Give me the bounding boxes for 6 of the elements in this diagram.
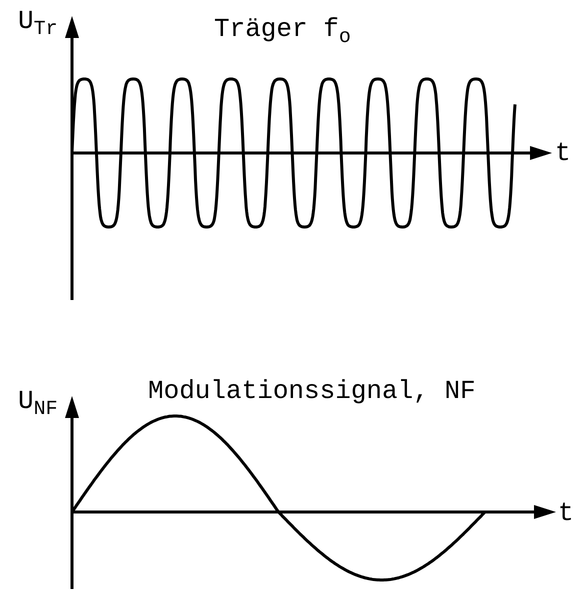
axis-label: t (555, 138, 571, 168)
plot-title: Träger f$_{o}$ (214, 14, 351, 52)
axis-label: U$_{Tr}$ (18, 6, 58, 44)
axis-label: U$_{NF}$ (18, 386, 58, 424)
axis-label: t (558, 498, 574, 528)
plot-title: Modulationssignal, NF (148, 376, 476, 406)
